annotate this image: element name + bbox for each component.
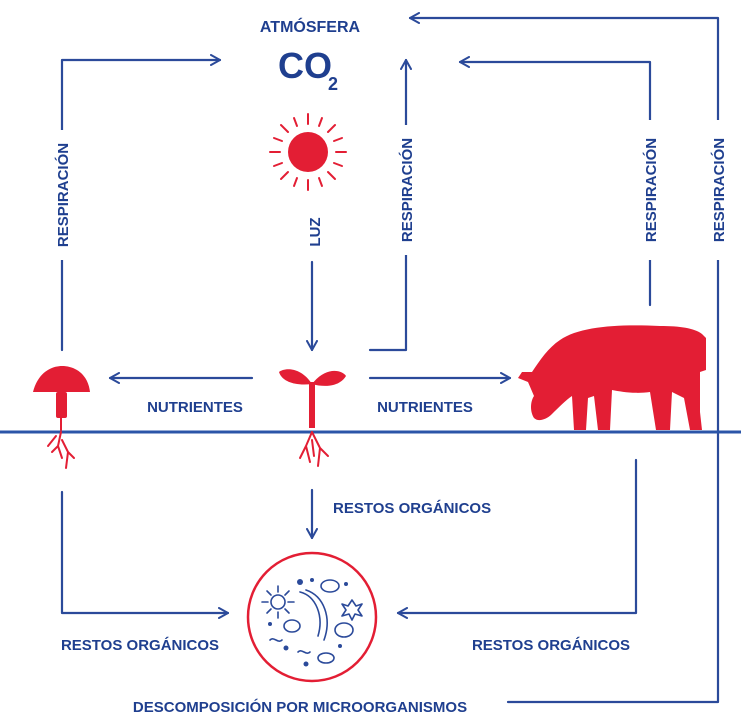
organic-right-arrow	[398, 460, 636, 613]
respiration-left-arrow	[62, 60, 220, 350]
organic-right-label: RESTOS ORGÁNICOS	[472, 637, 630, 654]
organic-center-label: RESTOS ORGÁNICOS	[333, 500, 491, 517]
co2-formula: CO 2	[278, 45, 338, 94]
co2-subscript: 2	[328, 74, 338, 94]
nutrients-right-label: NUTRIENTES	[377, 399, 473, 416]
respiration-left-label: RESPIRACIÓN	[54, 143, 72, 247]
organic-left-label: RESTOS ORGÁNICOS	[61, 637, 219, 654]
sun-icon	[270, 114, 346, 190]
respiration-cow-label: RESPIRACIÓN	[642, 138, 660, 242]
cow-icon	[518, 325, 706, 430]
microorganisms-icon	[248, 553, 376, 681]
atmosphere-title: ATMÓSFERA	[260, 17, 361, 36]
light-label: LUZ	[307, 217, 324, 246]
respiration-decomp-label: RESPIRACIÓN	[710, 138, 728, 242]
co2-label: CO	[278, 45, 332, 86]
nutrients-left-label: NUTRIENTES	[147, 399, 243, 416]
respiration-plant-label: RESPIRACIÓN	[398, 138, 416, 242]
decomposition-label: DESCOMPOSICIÓN POR MICROORGANISMOS	[133, 698, 467, 716]
mushroom-icon	[33, 366, 90, 468]
respiration-cow-arrow	[460, 62, 650, 305]
organic-left-arrow	[62, 492, 228, 613]
sprout-icon	[279, 369, 346, 466]
